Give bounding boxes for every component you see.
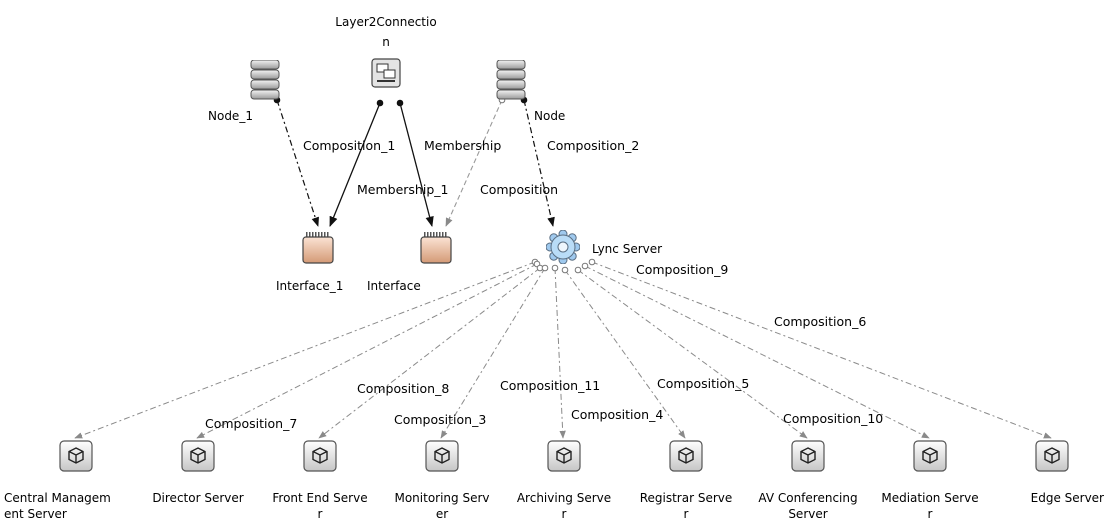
node-label-mediation: Mediation Serve r (881, 491, 979, 521)
edge-label-composition: Composition (480, 182, 559, 197)
edge-lync-central[interactable] (74, 261, 536, 439)
edge-label-composition-3: Composition_3 (394, 412, 487, 427)
edge-lync-edge[interactable] (591, 261, 1052, 439)
edge-label-membership-1: Membership_1 (357, 182, 449, 197)
edge-lync-director[interactable] (196, 263, 538, 439)
gear-icon-lync-server[interactable] (545, 229, 581, 268)
edge-label-composition-11: Composition_11 (500, 378, 601, 393)
edge-endpoint-dot (561, 266, 569, 274)
node-label-lync-server: Lync Server (592, 242, 663, 256)
edge-label-composition-8: Composition_8 (357, 381, 450, 396)
edge-label-composition-6: Composition_6 (774, 314, 867, 329)
edge-endpoint-dot (574, 266, 582, 274)
node-label-node: Node (534, 109, 566, 123)
node-label-director: Director Server (152, 491, 244, 505)
edge-layer2-interface1[interactable] (329, 102, 381, 227)
box-icon-edge[interactable] (1035, 440, 1069, 476)
edge-node1-interface1[interactable] (276, 99, 319, 227)
box-icon-central-management[interactable] (59, 440, 93, 476)
box-icon-mediation[interactable] (913, 440, 947, 476)
edge-label-composition-5: Composition_5 (657, 376, 750, 391)
box-icon-front-end[interactable] (303, 440, 337, 476)
node-label-archiving: Archiving Serve r (516, 491, 612, 521)
node-label-interface: Interface (367, 279, 421, 293)
server-icon-node-1[interactable] (250, 59, 280, 104)
edge-node-lync[interactable] (523, 99, 555, 227)
node-label-registrar: Registrar Serve r (639, 491, 733, 521)
edge-lync-registrar[interactable] (564, 269, 686, 439)
edge-lync-frontend[interactable] (318, 267, 541, 439)
edge-endpoint-dot (396, 99, 404, 107)
edge-lync-av[interactable] (577, 269, 808, 439)
box-icon-archiving[interactable] (547, 440, 581, 476)
node-label-interface-1: Interface_1 (276, 279, 344, 293)
node-label-front-end: Front End Serve r (272, 491, 368, 521)
node-label-edge: Edge Server (1030, 491, 1104, 505)
edge-layer2-interface[interactable] (399, 102, 434, 228)
edge-label-composition-1: Composition_1 (303, 138, 396, 153)
edge-label-membership: Membership (424, 138, 502, 153)
box-icon-director[interactable] (181, 440, 215, 476)
box-icon-monitoring[interactable] (425, 440, 459, 476)
server-icon-node[interactable] (496, 59, 526, 104)
edge-lync-archiving[interactable] (554, 267, 566, 439)
network-icon-layer2[interactable] (371, 58, 401, 92)
edge-endpoint-dot (376, 99, 384, 107)
edge-label-composition-7: Composition_7 (205, 416, 298, 431)
node-label-layer2: Layer2Connectio n (335, 15, 437, 49)
edge-endpoint-dot (581, 262, 589, 270)
edge-label-composition-10: Composition_10 (783, 411, 884, 426)
edge-label-composition-9: Composition_9 (636, 262, 729, 277)
box-icon-av-conferencing[interactable] (791, 440, 825, 476)
edge-label-composition-4: Composition_4 (571, 407, 664, 422)
interface-icon-1[interactable] (302, 230, 334, 268)
node-label-central-management: Central Managem ent Server (4, 491, 111, 521)
box-icon-registrar[interactable] (669, 440, 703, 476)
interface-icon[interactable] (420, 230, 452, 268)
edge-endpoint-dot (541, 264, 549, 272)
edge-label-composition-2: Composition_2 (547, 138, 640, 153)
node-label-monitoring: Monitoring Serv er (394, 491, 490, 521)
node-label-node-1: Node_1 (208, 109, 253, 123)
edge-endpoint-dot (551, 264, 559, 272)
edge-lync-monitoring[interactable] (440, 267, 546, 439)
edge-node-interface[interactable] (445, 99, 503, 227)
edge-lync-mediation[interactable] (584, 265, 930, 439)
edge-endpoint-dot (588, 258, 596, 266)
node-label-av-conferencing: AV Conferencing Server (758, 491, 858, 521)
